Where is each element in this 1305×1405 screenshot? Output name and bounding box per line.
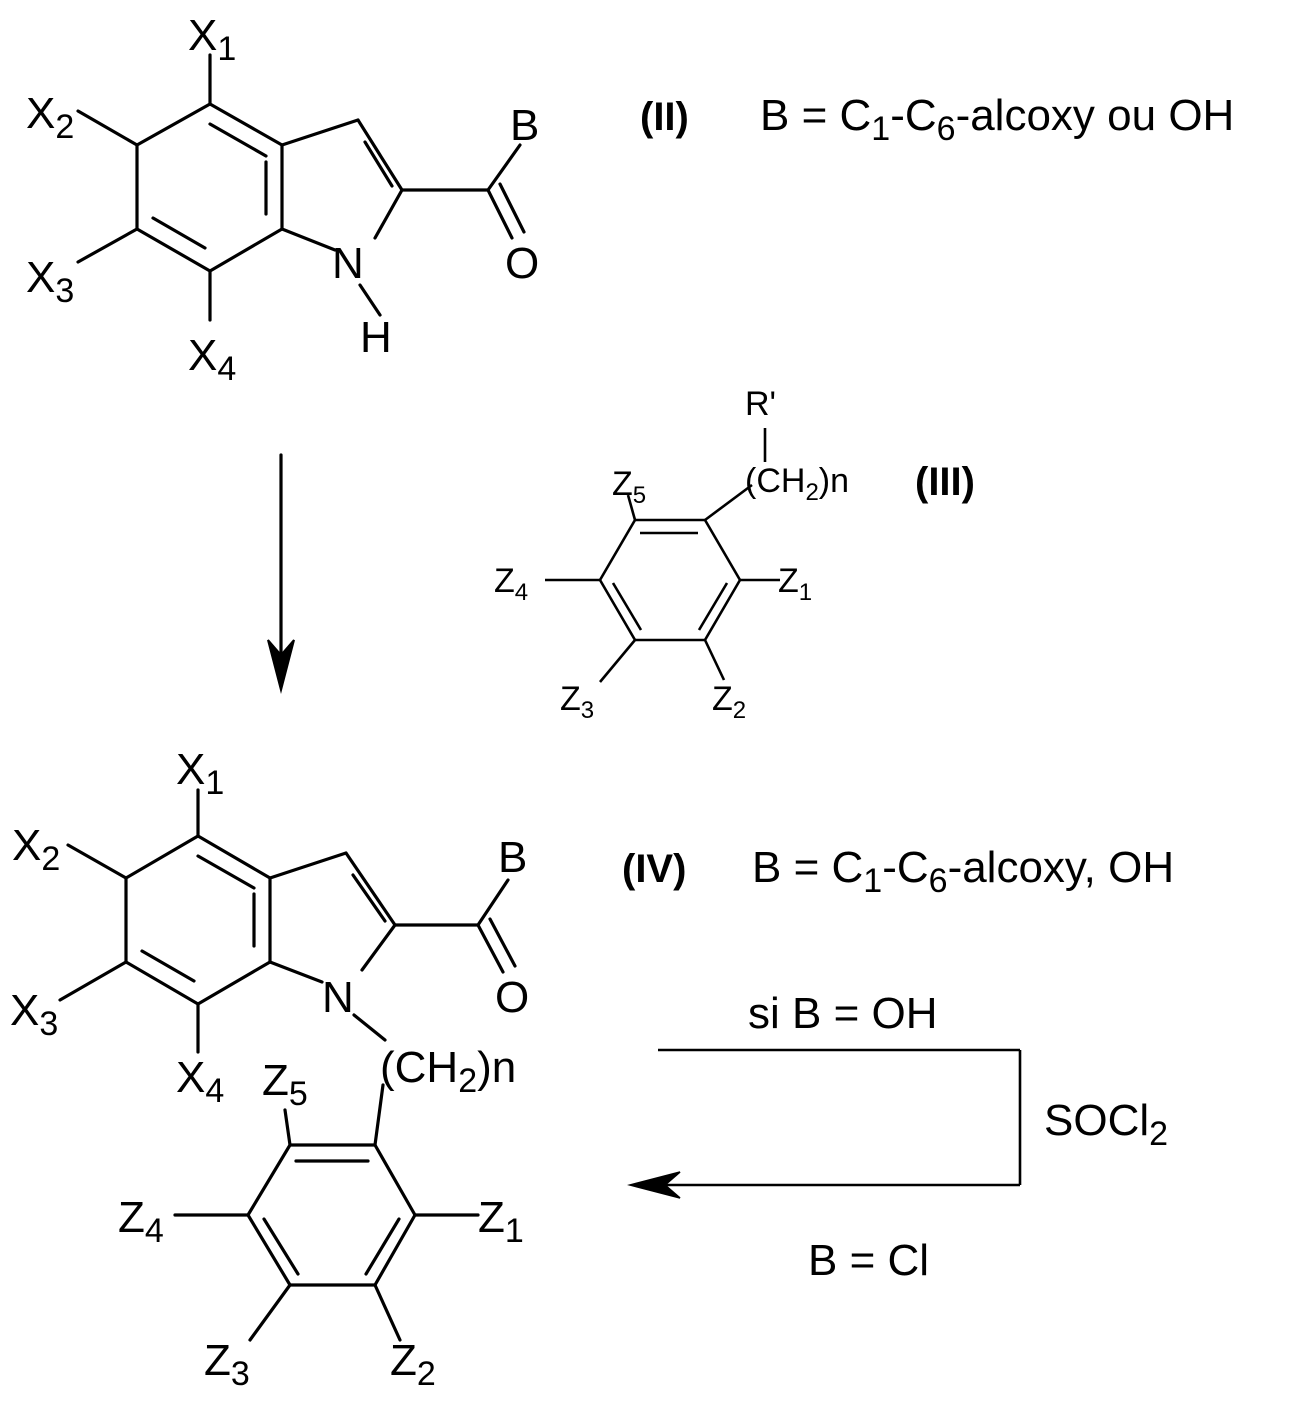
iv-z4-label: Z4: [118, 1193, 164, 1250]
z1-label: Z1: [778, 562, 812, 606]
o-label: O: [505, 239, 539, 288]
b-label: B: [510, 101, 539, 150]
bracket-arrow: [630, 1050, 1020, 1198]
iv-chain-label: (CH2)n: [380, 1043, 516, 1100]
z2-label: Z2: [712, 680, 746, 724]
iv-z2-label: Z2: [390, 1336, 436, 1393]
iii-chain-label: (CH2)n: [745, 462, 849, 506]
x3-label: X3: [26, 253, 74, 310]
down-arrow: [268, 455, 294, 690]
compound-ii-structure: [78, 55, 524, 320]
iv-z1-label: Z1: [478, 1193, 524, 1250]
z3-label: Z3: [560, 680, 594, 724]
iv-b-label: B: [498, 833, 527, 882]
compound-iii-id: (III): [915, 460, 975, 504]
iv-x1-label: X1: [176, 745, 224, 802]
iv-z3-label: Z3: [204, 1336, 250, 1393]
r-prime-label: R': [745, 385, 776, 423]
iv-z5-label: Z5: [262, 1056, 308, 1113]
iv-x2-label: X2: [12, 821, 60, 878]
iv-o-label: O: [495, 973, 529, 1022]
compound-ii-id: (II): [640, 95, 689, 139]
x4-label: X4: [188, 331, 236, 388]
x1-label: X1: [188, 11, 236, 68]
z4-label: Z4: [494, 562, 528, 606]
condition-label: si B = OH: [748, 989, 938, 1038]
x2-label: X2: [26, 89, 74, 146]
z5-label: Z5: [612, 465, 646, 509]
iv-x4-label: X4: [176, 1053, 224, 1110]
h-label: H: [360, 313, 392, 362]
iv-n-label: N: [322, 973, 354, 1022]
result-label: B = Cl: [808, 1236, 929, 1285]
compound-ii-description: B = C1-C6-alcoxy ou OH: [760, 91, 1234, 148]
compound-iv-description: B = C1-C6-alcoxy, OH: [752, 843, 1174, 900]
compound-iv-id: (IV): [622, 847, 686, 891]
reagent-label: SOCl2: [1044, 1096, 1168, 1153]
n-label: N: [332, 239, 364, 288]
iv-x3-label: X3: [10, 986, 58, 1043]
